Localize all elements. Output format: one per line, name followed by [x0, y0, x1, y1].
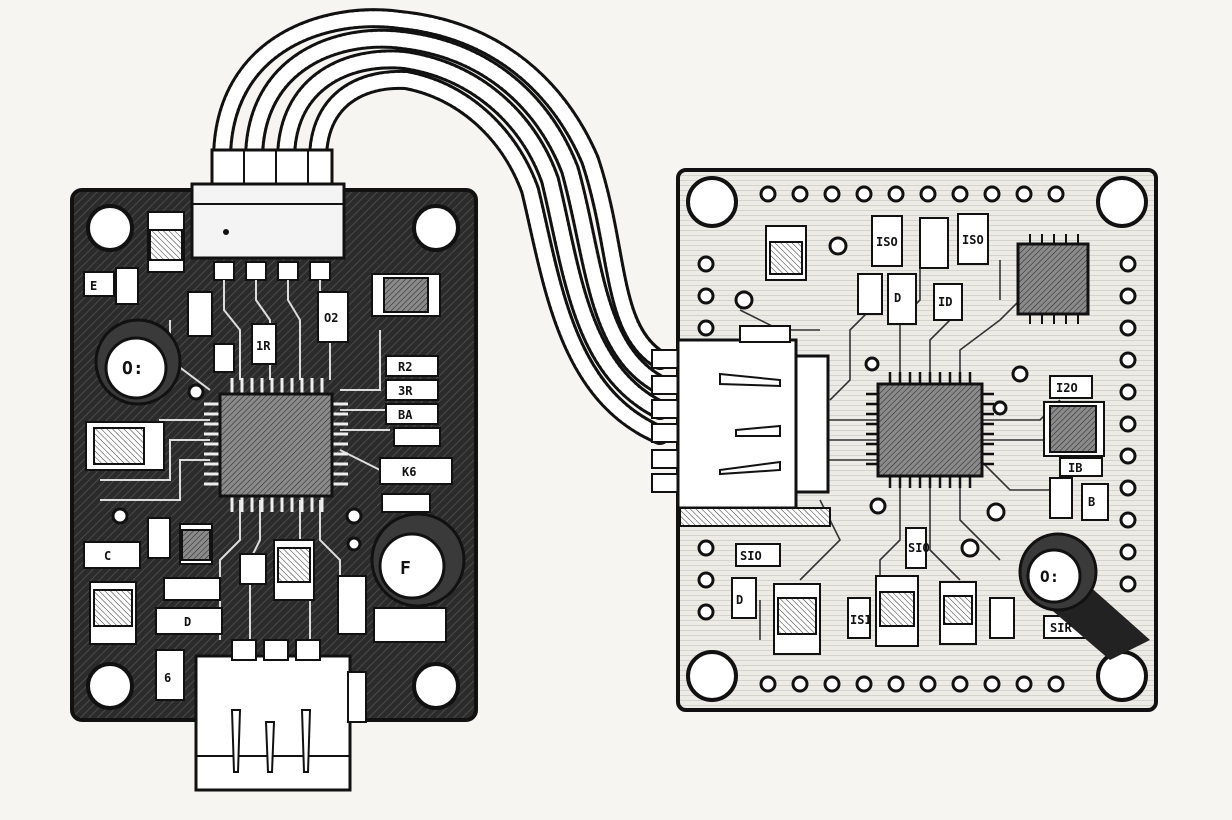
- left-labels: E O2 1R R2 3R BA K6 C D 6: [90, 279, 416, 685]
- component-label: I2O: [1056, 381, 1078, 395]
- component-label: C: [104, 549, 111, 563]
- right-labels: ISO D ID ISO SIO I2O IB B D SIO ISI SIR: [736, 233, 1095, 635]
- bottom-connector: [194, 639, 367, 792]
- component-label: K6: [402, 465, 416, 479]
- component-label: ISO: [876, 235, 898, 249]
- capacitor-label: F: [400, 558, 411, 579]
- left-board: O: F: [70, 148, 478, 792]
- left-capacitor-1: O:: [94, 318, 182, 406]
- right-vias: [734, 236, 1029, 558]
- right-board: O: ISO D ID ISO SIO I2O IB B D SIO ISI S: [651, 168, 1158, 712]
- component-label: R2: [398, 360, 412, 374]
- component-label: SIR: [1050, 621, 1072, 635]
- component-label: 1R: [256, 339, 271, 353]
- component-label: IB: [1068, 461, 1082, 475]
- component-label: D: [894, 291, 901, 305]
- component-label: 3R: [398, 384, 413, 398]
- left-components: [83, 211, 453, 701]
- right-components: [731, 213, 1109, 655]
- component-label: BA: [398, 408, 413, 422]
- right-capacitor: O:: [1018, 532, 1150, 660]
- left-capacitor-2: F: [370, 512, 466, 608]
- mounting-holes-left: [86, 204, 460, 710]
- capacitor-label: O:: [122, 358, 144, 379]
- pin-headers: [697, 185, 1137, 693]
- top-header-connector: [190, 148, 346, 281]
- mounting-holes-right: [686, 176, 1148, 702]
- component-label: ID: [938, 295, 952, 309]
- component-label: SIO: [740, 549, 762, 563]
- side-connector: [651, 325, 831, 527]
- component-label: B: [1088, 495, 1095, 509]
- component-label: ISI: [850, 613, 872, 627]
- ribbon-cable: [212, 8, 670, 445]
- component-label: SIO: [908, 541, 930, 555]
- left-microcontroller: [204, 378, 348, 512]
- component-label: E: [90, 279, 97, 293]
- component-label: D: [736, 593, 743, 607]
- component-label: ISO: [962, 233, 984, 247]
- component-label: D: [184, 615, 191, 629]
- capacitor-label: O:: [1040, 567, 1059, 586]
- component-label: 6: [164, 671, 171, 685]
- right-qfn-chip: [1016, 234, 1090, 324]
- left-vias: [111, 383, 363, 552]
- component-label: O2: [324, 311, 338, 325]
- right-microcontroller: [866, 372, 994, 488]
